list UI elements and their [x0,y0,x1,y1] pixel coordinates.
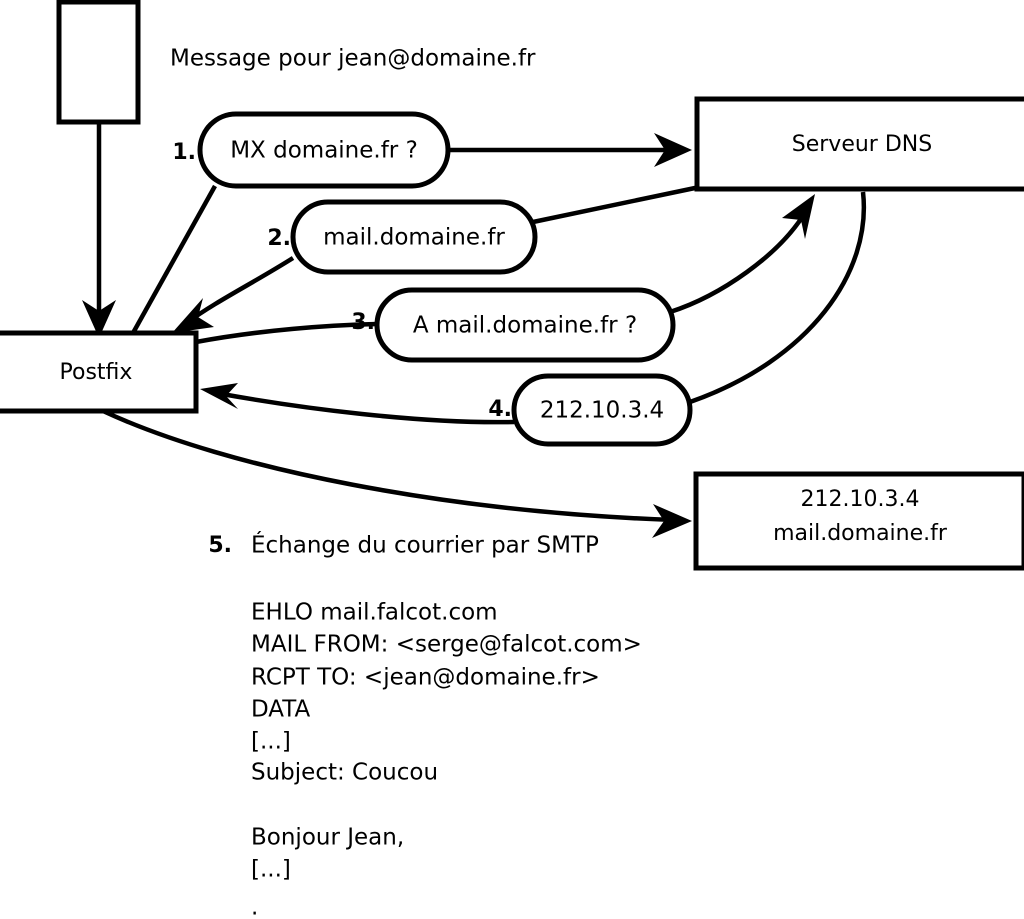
client-box [56,0,141,125]
smtp-line-5: Subject: Coucou [251,760,438,786]
postfix-label: Postfix [60,360,133,385]
smtp-line-7: Bonjour Jean, [251,825,404,851]
mail-server-node: 212.10.3.4 mail.domaine.fr [693,471,1024,571]
postfix-node: Postfix [0,330,199,414]
smtp-line-3: DATA [251,697,311,723]
step-5-number: 5. [208,533,232,558]
smtp-line-1: MAIL FROM: <serge@falcot.com> [251,632,642,658]
message-caption: Message pour jean@domaine.fr [170,46,536,72]
edge-dns-to-bubble4 [689,191,867,405]
smtp-line-9: . [251,895,258,919]
step-2-number: 2. [267,226,291,251]
dns-server-node: Serveur DNS [694,96,1024,192]
step-3-number: 3. [351,310,375,335]
smtp-line-4: [...] [251,729,291,755]
mail-server-ip-label: 212.10.3.4 [801,487,920,512]
edge-bubble3-to-dns [669,194,815,315]
edge-bubble2-to-postfix [172,256,295,333]
dns-server-label: Serveur DNS [792,132,932,157]
edge-postfix-to-mailserver [102,408,692,538]
step-1-text: MX domaine.fr ? [230,138,418,164]
step-1-bubble: MX domaine.fr ? [197,111,451,189]
edge-bubble1-to-dns [448,133,692,167]
step-2-bubble: mail.domaine.fr [290,199,538,275]
step-3-bubble: A mail.domaine.fr ? [374,287,676,363]
step-4-bubble: 212.10.3.4 [511,373,693,447]
step-1-number: 1. [172,140,196,165]
smtp-line-0: EHLO mail.falcot.com [251,600,498,626]
edge-dns-to-bubble2 [532,185,696,225]
edge-client-to-postfix [82,124,116,338]
step-4-text: 212.10.3.4 [540,398,664,424]
step-5-text: Échange du courrier par SMTP [251,531,599,559]
edge-postfix-to-bubble1 [131,184,217,335]
step-4-number: 4. [488,397,512,422]
smtp-line-8: [...] [251,857,291,883]
edge-postfix-to-bubble3 [195,321,378,345]
step-2-text: mail.domaine.fr [323,225,505,251]
step-3-text: A mail.domaine.fr ? [413,313,637,339]
mail-server-host-label: mail.domaine.fr [773,521,948,546]
edge-bubble4-to-postfix [200,383,515,425]
smtp-line-2: RCPT TO: <jean@domaine.fr> [251,665,600,691]
